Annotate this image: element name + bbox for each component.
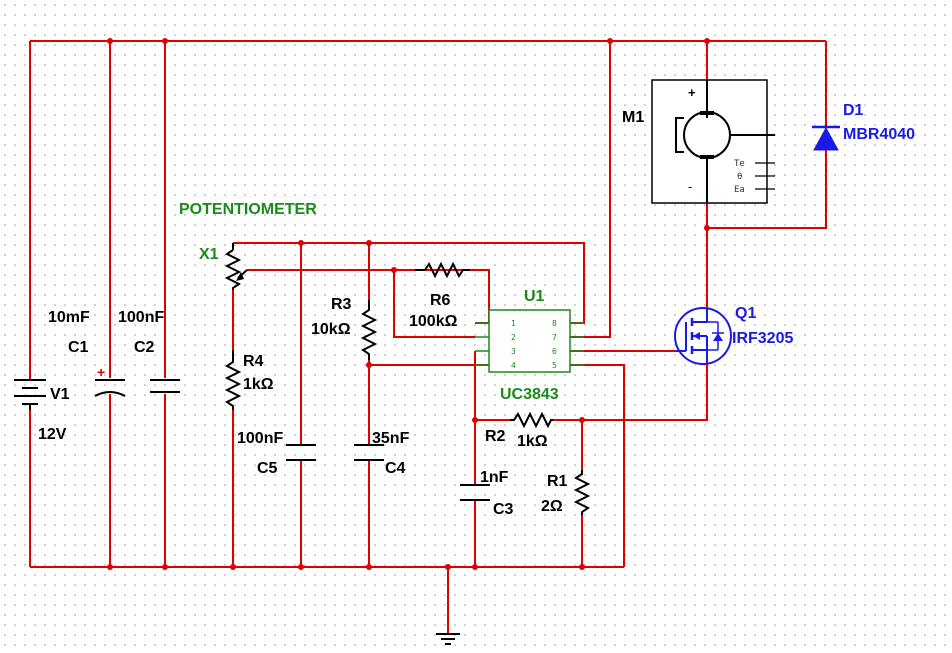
u1-pin-3: 3 — [511, 347, 516, 356]
c2-ref: C2 — [134, 339, 155, 356]
r2-resistor[interactable] — [510, 411, 553, 429]
c4-ref: C4 — [385, 460, 406, 477]
r1-ref: R1 — [547, 473, 568, 490]
q1-mosfet[interactable] — [674, 287, 732, 367]
r4-resistor[interactable] — [224, 350, 242, 410]
c1-ref: C1 — [68, 339, 89, 356]
q1-value: IRF3205 — [732, 330, 793, 347]
r3-resistor[interactable] — [360, 300, 378, 360]
v1-ref: V1 — [50, 386, 70, 403]
d1-value: MBR4040 — [843, 126, 915, 143]
d1-ref: D1 — [843, 102, 864, 119]
wires — [29, 40, 827, 633]
u1-value: UC3843 — [500, 386, 559, 403]
labels: V1 12V 10mF C1 100nF C2 POTENTIOMETER X1… — [38, 102, 915, 518]
q1-ref: Q1 — [735, 305, 756, 322]
m1-plus-mark: + — [688, 85, 696, 100]
u1-pin-8: 8 — [552, 319, 557, 328]
r4-ref: R4 — [243, 353, 264, 370]
r6-ref: R6 — [430, 292, 451, 309]
junction-dots — [107, 38, 710, 570]
r2-ref: R2 — [485, 428, 506, 445]
wiper-arrow-icon — [236, 272, 244, 281]
c3-ref: C3 — [493, 501, 514, 518]
u1-pin-2: 2 — [511, 333, 516, 342]
c4-value: 35nF — [372, 430, 410, 447]
c2-capacitor[interactable] — [150, 379, 180, 393]
m1-minus-mark: - — [688, 179, 692, 194]
m1-pin-te: Te — [734, 159, 745, 169]
m1-pin-ea: Ea — [734, 185, 745, 195]
v1-value: 12V — [38, 426, 67, 443]
u1-pin-4: 4 — [511, 361, 516, 370]
c4-capacitor[interactable] — [354, 444, 384, 461]
c1-value: 10mF — [48, 309, 90, 326]
u1-pin-1: 1 — [511, 319, 516, 328]
d1-diode[interactable] — [812, 125, 840, 151]
r4-value: 1kΩ — [243, 376, 274, 393]
r6-resistor[interactable] — [415, 261, 470, 279]
c5-capacitor[interactable] — [286, 444, 316, 461]
c2-value: 100nF — [118, 309, 164, 326]
r6-value: 100kΩ — [409, 313, 458, 330]
u1-pin-6: 6 — [552, 347, 557, 356]
x1-title: POTENTIOMETER — [179, 201, 317, 218]
c5-value: 100nF — [237, 430, 283, 447]
m1-ref: M1 — [622, 109, 644, 126]
c1-plus-icon: + — [97, 364, 105, 380]
u1-pin-7: 7 — [552, 333, 557, 342]
r3-ref: R3 — [331, 296, 352, 313]
r3-value: 10kΩ — [311, 321, 351, 338]
u1-chip[interactable]: 1 2 3 4 8 7 6 5 — [475, 309, 584, 373]
u1-pin-5: 5 — [552, 361, 557, 370]
c3-value: 1nF — [480, 469, 509, 486]
m1-pin-theta: θ — [737, 172, 742, 182]
u1-ref: U1 — [524, 288, 545, 305]
c5-ref: C5 — [257, 460, 278, 477]
r1-resistor[interactable] — [573, 470, 591, 515]
x1-potentiometer[interactable] — [224, 243, 248, 290]
ground-icon[interactable] — [436, 633, 460, 645]
r1-value: 2Ω — [541, 498, 563, 515]
c3-capacitor[interactable] — [460, 484, 490, 501]
m1-motor[interactable]: Te θ Ea + - — [651, 79, 775, 204]
v1-battery[interactable] — [14, 379, 46, 410]
c1-capacitor[interactable]: + — [94, 364, 126, 397]
x1-ref: X1 — [199, 246, 219, 263]
r2-value: 1kΩ — [517, 433, 548, 450]
